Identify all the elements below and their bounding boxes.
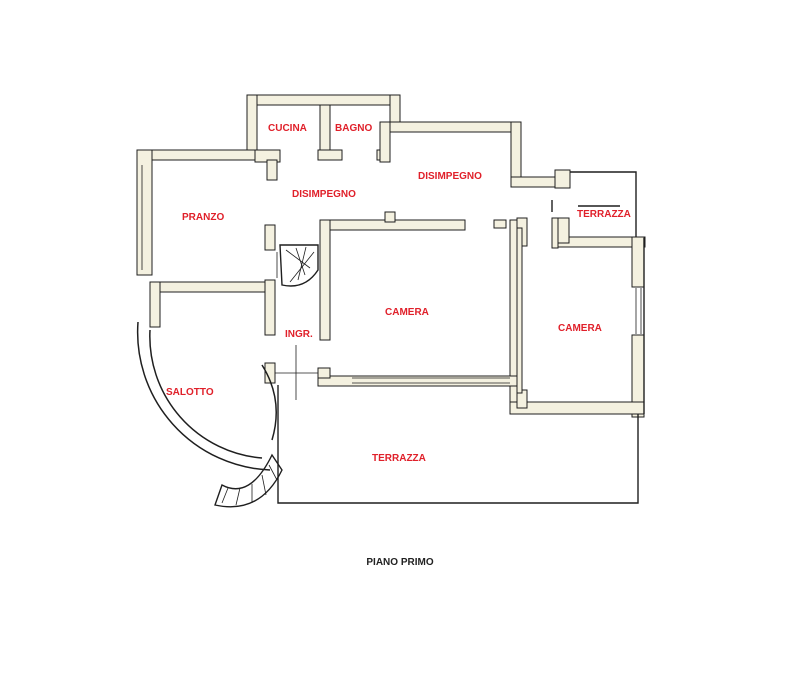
windows	[141, 165, 642, 384]
wall-bath-right	[389, 94, 401, 126]
label-terrazza-large: TERRAZZA	[372, 453, 426, 464]
stair-outer-step	[261, 474, 267, 496]
terrazza-small-step	[551, 217, 559, 249]
wall-camera-right-side	[631, 236, 645, 288]
wall-camera-top-stub	[384, 211, 396, 223]
wall-corridor-left-upper	[264, 224, 276, 251]
room-labels: CUCINA BAGNO DISIMPEGNO DISIMPEGNO TERRA…	[166, 123, 631, 464]
wall-disimpegno-top	[379, 121, 521, 133]
label-terrazza-small: TERRAZZA	[577, 209, 631, 220]
label-cucina: CUCINA	[268, 123, 307, 134]
wall-camera-door-jamb	[493, 219, 507, 229]
salotto-curve-outer	[136, 321, 271, 471]
salotto-curve-right	[261, 364, 277, 441]
wall-step-2	[554, 169, 571, 189]
wall-pranzo-left	[136, 149, 153, 276]
stair-inner-step	[295, 247, 306, 276]
terrazza-large-outline	[275, 238, 645, 504]
terrazza-small-border	[570, 171, 637, 237]
stair-inner-step	[285, 249, 311, 269]
label-bagno: BAGNO	[335, 123, 372, 134]
wall-cucina-bagno	[319, 104, 331, 158]
wall-bagno-stub	[317, 149, 343, 161]
stair-inner-step	[297, 246, 307, 281]
label-salotto: SALOTTO	[166, 387, 214, 398]
label-ingresso: INGR.	[285, 329, 313, 340]
wall-disimpegno-left	[379, 121, 391, 163]
wall-pranzo-top	[136, 149, 258, 161]
stair-inner-step	[289, 251, 315, 283]
terrazza-small-outline	[551, 171, 637, 249]
label-camera-right: CAMERA	[558, 323, 602, 334]
wall-pranzo-salotto	[149, 281, 276, 293]
wall-salotto-left-stub	[149, 281, 161, 328]
label-disimpegno-right: DISIMPEGNO	[418, 171, 482, 182]
label-pranzo: PRANZO	[182, 212, 224, 223]
wall-corridor-left-mid	[264, 279, 276, 336]
wall-camera-left	[319, 219, 331, 341]
wall-kitchen-top	[246, 94, 401, 106]
wall-camera-bottom	[317, 375, 519, 387]
walls	[136, 94, 646, 418]
stair-inner-outline	[279, 244, 319, 287]
wall-camera-bottom-stub	[317, 367, 331, 379]
wall-step-1	[510, 176, 557, 188]
label-disimpegno-left: DISIMPEGNO	[292, 189, 356, 200]
stair-outer-step	[235, 487, 241, 506]
stair-outer-step	[221, 487, 229, 504]
stair-outer	[214, 453, 283, 508]
terrazza-large-border	[277, 385, 639, 504]
salotto-curved-wall	[136, 321, 277, 471]
stair-outer-outline	[214, 453, 283, 508]
wall-kitchen-left	[246, 94, 258, 151]
label-camera-center: CAMERA	[385, 307, 429, 318]
salotto-curve-inner	[149, 329, 263, 459]
stair-outer-step	[268, 464, 278, 481]
wall-camera-window-left	[516, 227, 523, 394]
wall-camera-right-bottom	[509, 401, 645, 415]
floor-caption: PIANO PRIMO	[366, 557, 434, 568]
wall-pranzo-stub	[266, 159, 278, 181]
stair-inner	[279, 244, 319, 287]
